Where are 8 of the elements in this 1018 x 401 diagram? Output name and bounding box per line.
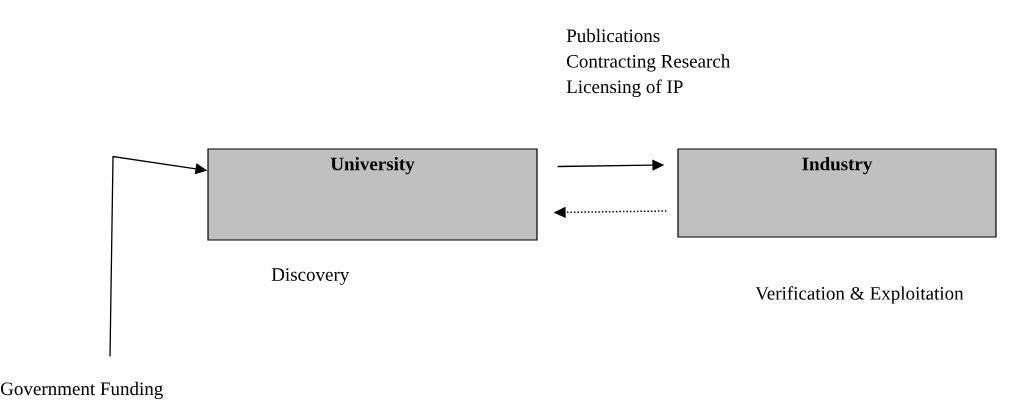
process-box: Industry [677, 148, 997, 238]
process-box: University [207, 148, 538, 241]
caption-text: Verification & Exploitation [755, 286, 964, 304]
text-label: Contracting Research [567, 54, 731, 72]
caption-text: Discovery [271, 268, 350, 285]
text-label: Publications [566, 28, 660, 43]
text-label: Licensing of IP [566, 79, 683, 98]
text-label: Government Funding [1, 381, 163, 400]
